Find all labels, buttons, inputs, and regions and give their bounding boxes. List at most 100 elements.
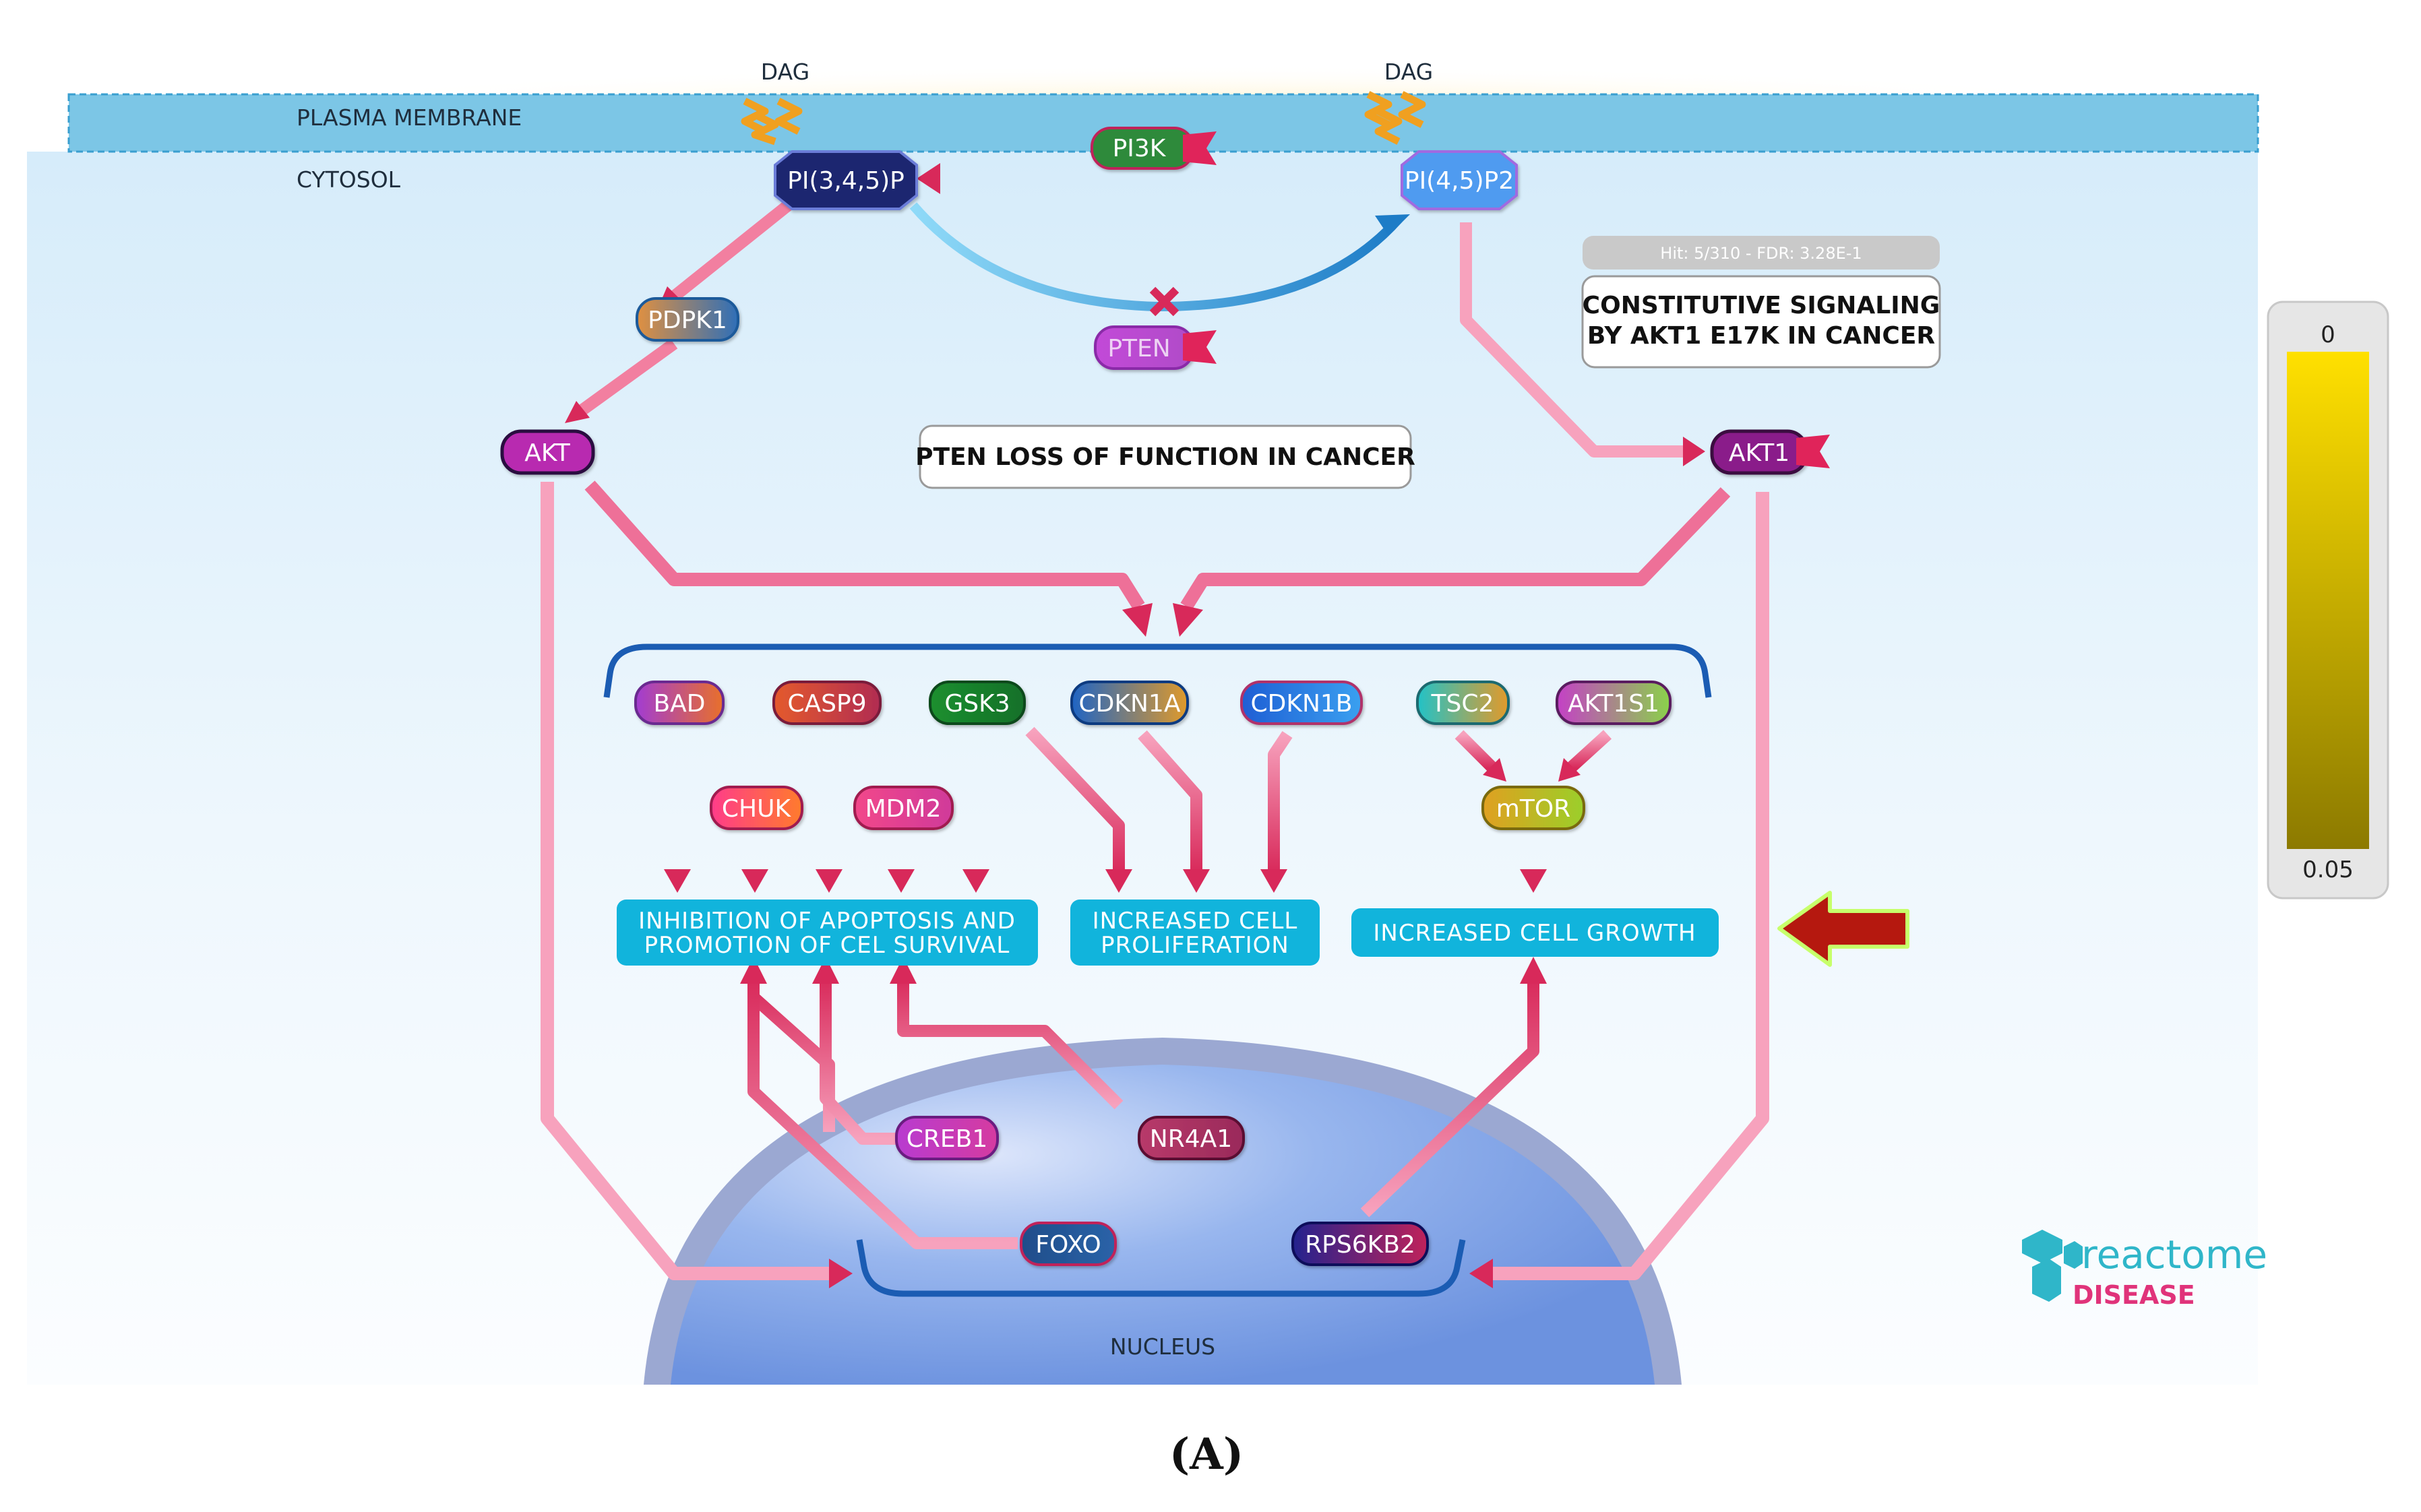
- outcome-proliferation-line1: INCREASED CELL: [1093, 908, 1298, 935]
- node-pip2-label: PI(4,5)P2: [1405, 167, 1514, 195]
- arrowhead-akt: [565, 401, 590, 423]
- arrowhead-chuk: [741, 869, 768, 893]
- rps6kb2-to-growth-arrow: [1360, 977, 1539, 1218]
- node-mdm2-label: MDM2: [865, 795, 942, 823]
- arrowhead-pip3: [917, 163, 940, 194]
- reactome-logo-subtitle: DISEASE: [2073, 1280, 2195, 1310]
- node-cdkn1b-label: CDKN1B: [1251, 690, 1353, 718]
- node-gsk3-label: GSK3: [944, 690, 1010, 718]
- outcome-apoptosis-line1: INHIBITION OF APOPTOSIS AND: [638, 908, 1016, 935]
- arrowhead-casp9: [816, 869, 842, 893]
- node-chuk[interactable]: CHUK: [710, 786, 803, 830]
- node-foxo-label: FOXO: [1035, 1231, 1101, 1259]
- node-rps6kb2[interactable]: RPS6KB2: [1291, 1222, 1429, 1266]
- outcome-growth[interactable]: INCREASED CELL GROWTH: [1351, 908, 1719, 957]
- node-rps6kb2-label: RPS6KB2: [1305, 1231, 1415, 1259]
- node-pdpk1-label: PDPK1: [648, 307, 727, 334]
- node-akt[interactable]: AKT: [500, 429, 595, 475]
- pip2-to-akt1-arrow: [1460, 222, 1688, 458]
- subpathway-akt1-stats: Hit: 5/310 - FDR: 3.28E-1: [1660, 244, 1862, 263]
- node-akt1s1[interactable]: AKT1S1: [1556, 681, 1672, 725]
- arrowhead-cdkn1b: [1260, 869, 1287, 893]
- outcome-proliferation[interactable]: INCREASED CELL PROLIFERATION: [1070, 900, 1320, 966]
- node-pi3k-label: PI3K: [1113, 135, 1167, 162]
- arrowhead-nr4a1: [890, 957, 917, 984]
- node-foxo[interactable]: FOXO: [1020, 1222, 1117, 1266]
- node-mtor[interactable]: mTOR: [1481, 786, 1585, 830]
- focus-arrow-icon: [1777, 891, 1909, 967]
- creb1-to-apoptosis-arrow: [820, 977, 900, 1145]
- arrowhead-rps6kb2: [1520, 957, 1547, 984]
- node-akt1-label: AKT1: [1729, 439, 1789, 467]
- node-bad-label: BAD: [653, 690, 705, 718]
- node-bad[interactable]: BAD: [634, 681, 725, 725]
- node-pip3-label: PI(3,4,5)P: [787, 167, 905, 195]
- pten-loss-cross-icon: [1149, 286, 1179, 317]
- arrowhead-cdkn1a: [1183, 869, 1210, 893]
- arrowhead-akt1s1: [1558, 758, 1581, 782]
- node-pdpk1[interactable]: PDPK1: [636, 297, 739, 342]
- akt-targets-bracket: [603, 643, 1712, 698]
- dag-right-label: DAG: [1384, 59, 1433, 85]
- figure-panel-label: (A): [1169, 1429, 1244, 1480]
- gsk3-to-proliferation-arrow: [1025, 726, 1125, 873]
- foxo-to-apoptosis-arrow: [747, 977, 1018, 1249]
- legend-gradient: [2287, 352, 2369, 849]
- node-tsc2[interactable]: TSC2: [1416, 681, 1510, 725]
- node-akt-label: AKT: [524, 439, 570, 467]
- node-nr4a1[interactable]: NR4A1: [1138, 1116, 1245, 1160]
- node-cdkn1a[interactable]: CDKN1A: [1070, 681, 1189, 725]
- nr4a1-to-apoptosis-arrow: [897, 977, 1124, 1110]
- dag-lipid-left-icon: [741, 98, 803, 146]
- outcome-apoptosis-line2: PROMOTION OF CEL SURVIVAL: [644, 932, 1010, 959]
- outcome-proliferation-line2: PROLIFERATION: [1101, 932, 1289, 959]
- akt1s1-to-mtor-arrow: [1566, 730, 1612, 773]
- node-pip3[interactable]: PI(3,4,5)P: [774, 150, 918, 210]
- plasma-membrane-label: PLASMA MEMBRANE: [297, 104, 522, 131]
- tsc2-to-mtor-arrow: [1454, 730, 1498, 773]
- arrowhead-gsk3: [962, 869, 989, 893]
- subpathway-pten-loss[interactable]: PTEN LOSS OF FUNCTION IN CANCER: [915, 424, 1415, 489]
- node-casp9-label: CASP9: [787, 690, 866, 718]
- dag-left-label: DAG: [761, 59, 809, 85]
- reactome-logo-name: reactome: [2081, 1232, 2267, 1278]
- node-pten-label: PTEN: [1107, 335, 1170, 363]
- nucleus-targets-bracket: [856, 1239, 1466, 1297]
- subpathway-akt1-e17k[interactable]: Hit: 5/310 - FDR: 3.28E-1 CONSTITUTIVE S…: [1581, 236, 1941, 369]
- node-creb1-label: CREB1: [907, 1125, 988, 1153]
- node-akt1[interactable]: AKT1: [1710, 429, 1808, 475]
- node-casp9[interactable]: CASP9: [772, 681, 882, 725]
- node-pip2[interactable]: PI(4,5)P2: [1401, 150, 1518, 210]
- node-cdkn1b[interactable]: CDKN1B: [1240, 681, 1363, 725]
- pdpk1-to-akt-arrow: [572, 338, 678, 420]
- node-pi3k[interactable]: PI3K: [1091, 127, 1194, 170]
- cdkn1b-to-proliferation-arrow: [1268, 731, 1293, 873]
- arrowhead-bad: [664, 869, 691, 893]
- node-mtor-label: mTOR: [1496, 795, 1570, 823]
- node-gsk3[interactable]: GSK3: [929, 681, 1026, 725]
- pten-mutation-icon: [1183, 330, 1217, 364]
- dag-lipid-right-icon: [1364, 91, 1426, 145]
- arrowhead-pip2: [1375, 214, 1410, 236]
- pip3-to-pdpk1-arrow: [670, 197, 796, 302]
- arrowhead-akt-targets: [1122, 603, 1153, 637]
- node-mdm2[interactable]: MDM2: [853, 786, 954, 830]
- nucleus-label: NUCLEUS: [1110, 1333, 1215, 1360]
- legend-bottom-value: 0.05: [2302, 856, 2354, 883]
- arrowhead-akt1-nucleus: [1469, 1259, 1493, 1288]
- node-creb1[interactable]: CREB1: [895, 1116, 999, 1160]
- akt-to-nucleus-arrow: [541, 482, 832, 1280]
- arrowhead-gsk3-prolif: [1105, 869, 1132, 893]
- reactome-logo: reactome DISEASE: [2022, 1230, 2267, 1310]
- node-akt1s1-label: AKT1S1: [1568, 690, 1659, 718]
- outcome-apoptosis[interactable]: INHIBITION OF APOPTOSIS AND PROMOTION OF…: [617, 900, 1038, 966]
- cytosol-label: CYTOSOL: [297, 166, 401, 193]
- reactome-logo-icon: [2022, 1230, 2083, 1302]
- node-nr4a1-label: NR4A1: [1150, 1125, 1232, 1153]
- arrowhead-mtor: [1520, 869, 1547, 893]
- node-pten[interactable]: PTEN: [1094, 325, 1194, 370]
- arrowhead-akt1: [1683, 437, 1705, 466]
- subpathway-akt1-line1: CONSTITUTIVE SIGNALING: [1583, 292, 1940, 319]
